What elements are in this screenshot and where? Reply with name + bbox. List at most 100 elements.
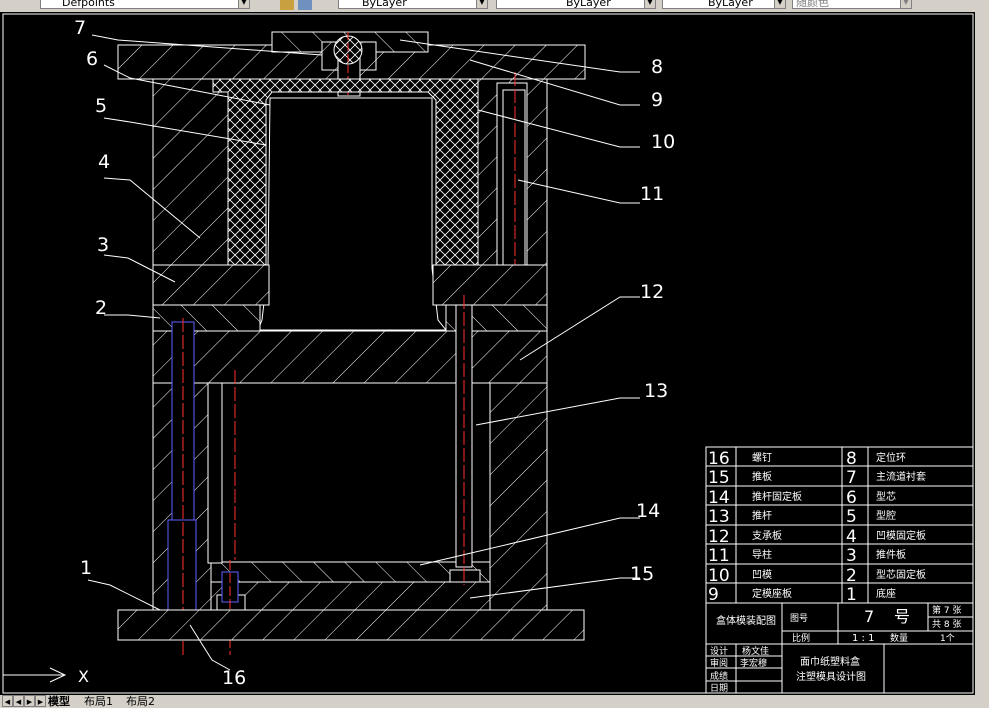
callout-10: 10	[651, 131, 675, 153]
support-plate	[152, 330, 548, 384]
bom-row: 16 螺钉 8 定位环	[708, 449, 906, 469]
tab-model[interactable]: 模型	[48, 695, 70, 708]
callout-6: 6	[86, 48, 98, 70]
svg-text:凹模: 凹模	[752, 569, 772, 581]
svg-text:主流道衬套: 主流道衬套	[876, 470, 926, 483]
callout-3: 3	[97, 234, 109, 256]
svg-text:定位环: 定位环	[876, 451, 906, 464]
svg-text:李宏穆: 李宏穆	[740, 657, 767, 669]
drawing-border	[2, 13, 974, 694]
callout-13: 13	[644, 380, 668, 402]
callout-15: 15	[630, 563, 654, 585]
svg-text:日期: 日期	[710, 683, 728, 694]
color-dropdown[interactable]: ByLayer ▼	[338, 0, 488, 9]
svg-text:11: 11	[708, 546, 730, 566]
svg-text:螺钉: 螺钉	[752, 452, 772, 464]
base-plate	[117, 609, 585, 641]
callout-7: 7	[74, 17, 86, 39]
svg-text:8: 8	[846, 449, 857, 469]
callout-12: 12	[640, 281, 664, 303]
chevron-down-icon: ▼	[774, 0, 785, 8]
vertical-scrollbar[interactable]	[975, 12, 989, 695]
svg-text:15: 15	[708, 468, 730, 488]
svg-text:审阅: 审阅	[710, 657, 728, 669]
bom-row: 10 凹模 2 型芯固定板	[708, 566, 926, 586]
svg-text:1: 1	[846, 585, 857, 605]
svg-text:型芯固定板: 型芯固定板	[876, 568, 926, 581]
svg-text:14: 14	[708, 488, 730, 508]
svg-text:型芯: 型芯	[876, 490, 896, 503]
svg-text:2: 2	[846, 566, 857, 586]
layer-dropdown[interactable]: Defpoints ▼	[40, 0, 250, 9]
svg-text:推件板: 推件板	[876, 548, 906, 561]
properties-toolbar: Defpoints ▼ ByLayer ▼ ByLayer ▼ ByLayer …	[0, 0, 989, 12]
first-tab-icon[interactable]: ◀	[2, 695, 13, 707]
svg-text:推杆: 推杆	[752, 509, 772, 522]
layout-tab-bar: ◀ ◀ ▶ ▶ 模型 布局1 布局2	[0, 695, 989, 708]
svg-text:比例: 比例	[792, 632, 810, 644]
svg-text:1 : 1: 1 : 1	[852, 633, 874, 644]
callout-14: 14	[636, 500, 660, 522]
svg-text:10: 10	[708, 566, 730, 586]
tab-layout2[interactable]: 布局2	[126, 695, 155, 708]
svg-text:6: 6	[846, 488, 857, 508]
svg-text:共 8 张: 共 8 张	[932, 619, 961, 630]
chevron-down-icon: ▼	[644, 0, 655, 8]
svg-text:设计: 设计	[710, 645, 728, 657]
svg-text:面巾纸塑料盒: 面巾纸塑料盒	[800, 655, 860, 668]
svg-text:5: 5	[846, 507, 857, 527]
svg-text:型腔: 型腔	[876, 509, 896, 522]
svg-text:凹模固定板: 凹模固定板	[876, 529, 926, 542]
bom-row: 9 定模座板 1 底座	[708, 585, 896, 605]
plotstyle-value: 随颜色	[796, 0, 829, 9]
ejector-pins	[207, 295, 473, 585]
linetype-value: ByLayer	[566, 0, 611, 9]
svg-text:3: 3	[846, 546, 857, 566]
layer-value: Defpoints	[62, 0, 115, 9]
svg-text:盒体模装配图: 盒体模装配图	[716, 614, 776, 627]
svg-text:数量: 数量	[890, 632, 908, 644]
svg-text:底座: 底座	[876, 587, 896, 600]
chevron-down-icon: ▼	[238, 0, 249, 8]
bom-row: 15 推板 7 主流道衬套	[708, 468, 926, 488]
chevron-down-icon: ▼	[476, 0, 487, 8]
svg-text:号: 号	[894, 607, 910, 626]
svg-text:杨文佳: 杨文佳	[742, 645, 769, 657]
callout-16: 16	[222, 667, 246, 689]
guide-pin-left	[167, 318, 197, 655]
ucs-icon: X	[3, 667, 89, 686]
lineweight-dropdown[interactable]: ByLayer ▼	[662, 0, 786, 9]
linetype-dropdown[interactable]: ByLayer ▼	[496, 0, 656, 9]
svg-text:推板: 推板	[752, 470, 772, 483]
svg-text:成绩: 成绩	[710, 670, 728, 682]
callout-1: 1	[80, 557, 92, 579]
svg-text:9: 9	[708, 585, 719, 605]
callout-8: 8	[651, 56, 663, 78]
svg-text:7: 7	[846, 468, 857, 488]
svg-text:支承板: 支承板	[752, 529, 782, 542]
callout-labels: 7 6 5 4 3 2 1 16 8 9 10 11 12 13 14 15	[74, 17, 675, 689]
callout-5: 5	[95, 95, 107, 117]
prev-tab-icon[interactable]: ◀	[13, 695, 24, 707]
title-block	[705, 602, 974, 694]
svg-text:图号: 图号	[790, 613, 808, 624]
svg-text:1个: 1个	[940, 633, 955, 644]
svg-text:13: 13	[708, 507, 730, 527]
bom-row: 12 支承板 4 凹模固定板	[708, 527, 926, 547]
svg-text:导柱: 导柱	[752, 548, 772, 561]
svg-text:注塑模具设计图: 注塑模具设计图	[796, 670, 866, 683]
mold-assembly-drawing: 7 6 5 4 3 2 1 16 8 9 10 11 12 13 14 15 X	[2, 13, 974, 694]
bom-rows: 16 螺钉 8 定位环 15 推板 7 主流道衬套 14 推杆固定板 6 型芯 …	[708, 449, 926, 605]
drawing-canvas[interactable]: 7 6 5 4 3 2 1 16 8 9 10 11 12 13 14 15 X	[0, 12, 975, 695]
layer-manager-icon[interactable]	[280, 0, 294, 10]
title-block-text: 盒体模装配图 图号 7 号 第 7 张 共 8 张 比例 1 : 1 数量 1个…	[710, 604, 961, 694]
svg-text:X: X	[78, 667, 89, 686]
last-tab-icon[interactable]: ▶	[35, 695, 46, 707]
next-tab-icon[interactable]: ▶	[24, 695, 35, 707]
tab-layout1[interactable]: 布局1	[84, 695, 113, 708]
plotstyle-dropdown[interactable]: 随颜色 ▼	[792, 0, 912, 9]
chevron-down-icon: ▼	[900, 0, 911, 8]
ejector-plates	[210, 560, 491, 655]
layer-previous-icon[interactable]	[298, 0, 312, 10]
callout-11: 11	[640, 183, 664, 205]
